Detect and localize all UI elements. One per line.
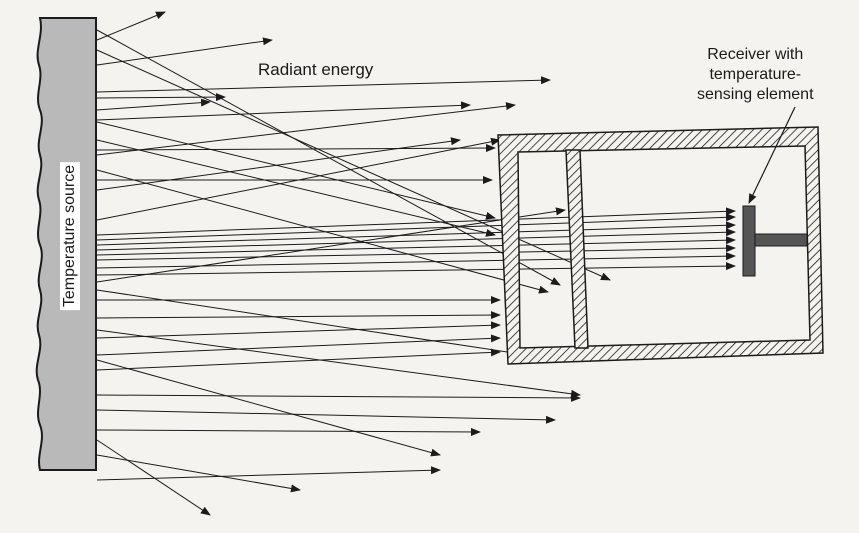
radiant-ray-11 bbox=[96, 121, 496, 220]
radiant-ray-28 bbox=[96, 329, 581, 398]
radiant-ray-38 bbox=[96, 169, 549, 294]
radiant-ray-5 bbox=[96, 93, 226, 102]
radiant-ray-33 bbox=[96, 439, 211, 516]
radiant-energy-rays bbox=[96, 11, 736, 516]
radiant-ray-23 bbox=[96, 311, 501, 320]
radiant-ray-29 bbox=[96, 393, 581, 402]
radiant-ray-4 bbox=[96, 101, 471, 121]
radiant-ray-21 bbox=[96, 207, 566, 283]
radiant-ray-6 bbox=[96, 102, 516, 156]
radiant-ray-16 bbox=[96, 228, 736, 251]
radiant-ray-9 bbox=[96, 144, 496, 153]
radiant-ray-35 bbox=[96, 466, 441, 481]
radiant-ray-26 bbox=[96, 348, 501, 371]
radiant-ray-18 bbox=[96, 244, 736, 261]
receiver-label: Receiver with temperature- sensing eleme… bbox=[697, 45, 814, 105]
radiant-ray-24 bbox=[96, 321, 501, 339]
radiant-ray-25 bbox=[96, 334, 501, 356]
temperature-source-label: Temperature source bbox=[60, 161, 80, 311]
radiant-ray-27 bbox=[96, 289, 561, 363]
radiant-ray-1 bbox=[96, 11, 166, 41]
radiant-ray-30 bbox=[96, 409, 556, 424]
receiver-label-pointer bbox=[748, 106, 796, 204]
receiver-label-line-3: sensing element bbox=[697, 86, 814, 103]
radiant-ray-7 bbox=[96, 137, 461, 191]
radiant-ray-15 bbox=[96, 221, 736, 246]
radiant-ray-37 bbox=[96, 49, 611, 281]
radiant-ray-31 bbox=[96, 427, 481, 436]
receiver-housing bbox=[497, 126, 824, 365]
radiant-ray-34 bbox=[96, 454, 301, 493]
radiant-ray-3 bbox=[96, 76, 551, 93]
radiant-ray-17 bbox=[96, 236, 736, 256]
radiant-ray-39 bbox=[96, 98, 211, 111]
radiant-ray-2 bbox=[96, 37, 273, 66]
radiant-ray-14 bbox=[96, 213, 736, 241]
receiver-partition bbox=[565, 149, 589, 349]
temperature-sensing-element bbox=[742, 205, 808, 277]
receiver-label-line-2: temperature- bbox=[709, 66, 802, 83]
radiant-ray-32 bbox=[96, 359, 441, 457]
receiver-label-line-1: Receiver with bbox=[707, 46, 804, 63]
radiant-ray-13 bbox=[96, 207, 736, 236]
radiant-energy-label: Radiant energy bbox=[258, 60, 374, 79]
radiant-ray-20 bbox=[96, 262, 736, 276]
radiant-ray-12 bbox=[96, 139, 496, 237]
radiant-ray-36 bbox=[96, 29, 561, 286]
